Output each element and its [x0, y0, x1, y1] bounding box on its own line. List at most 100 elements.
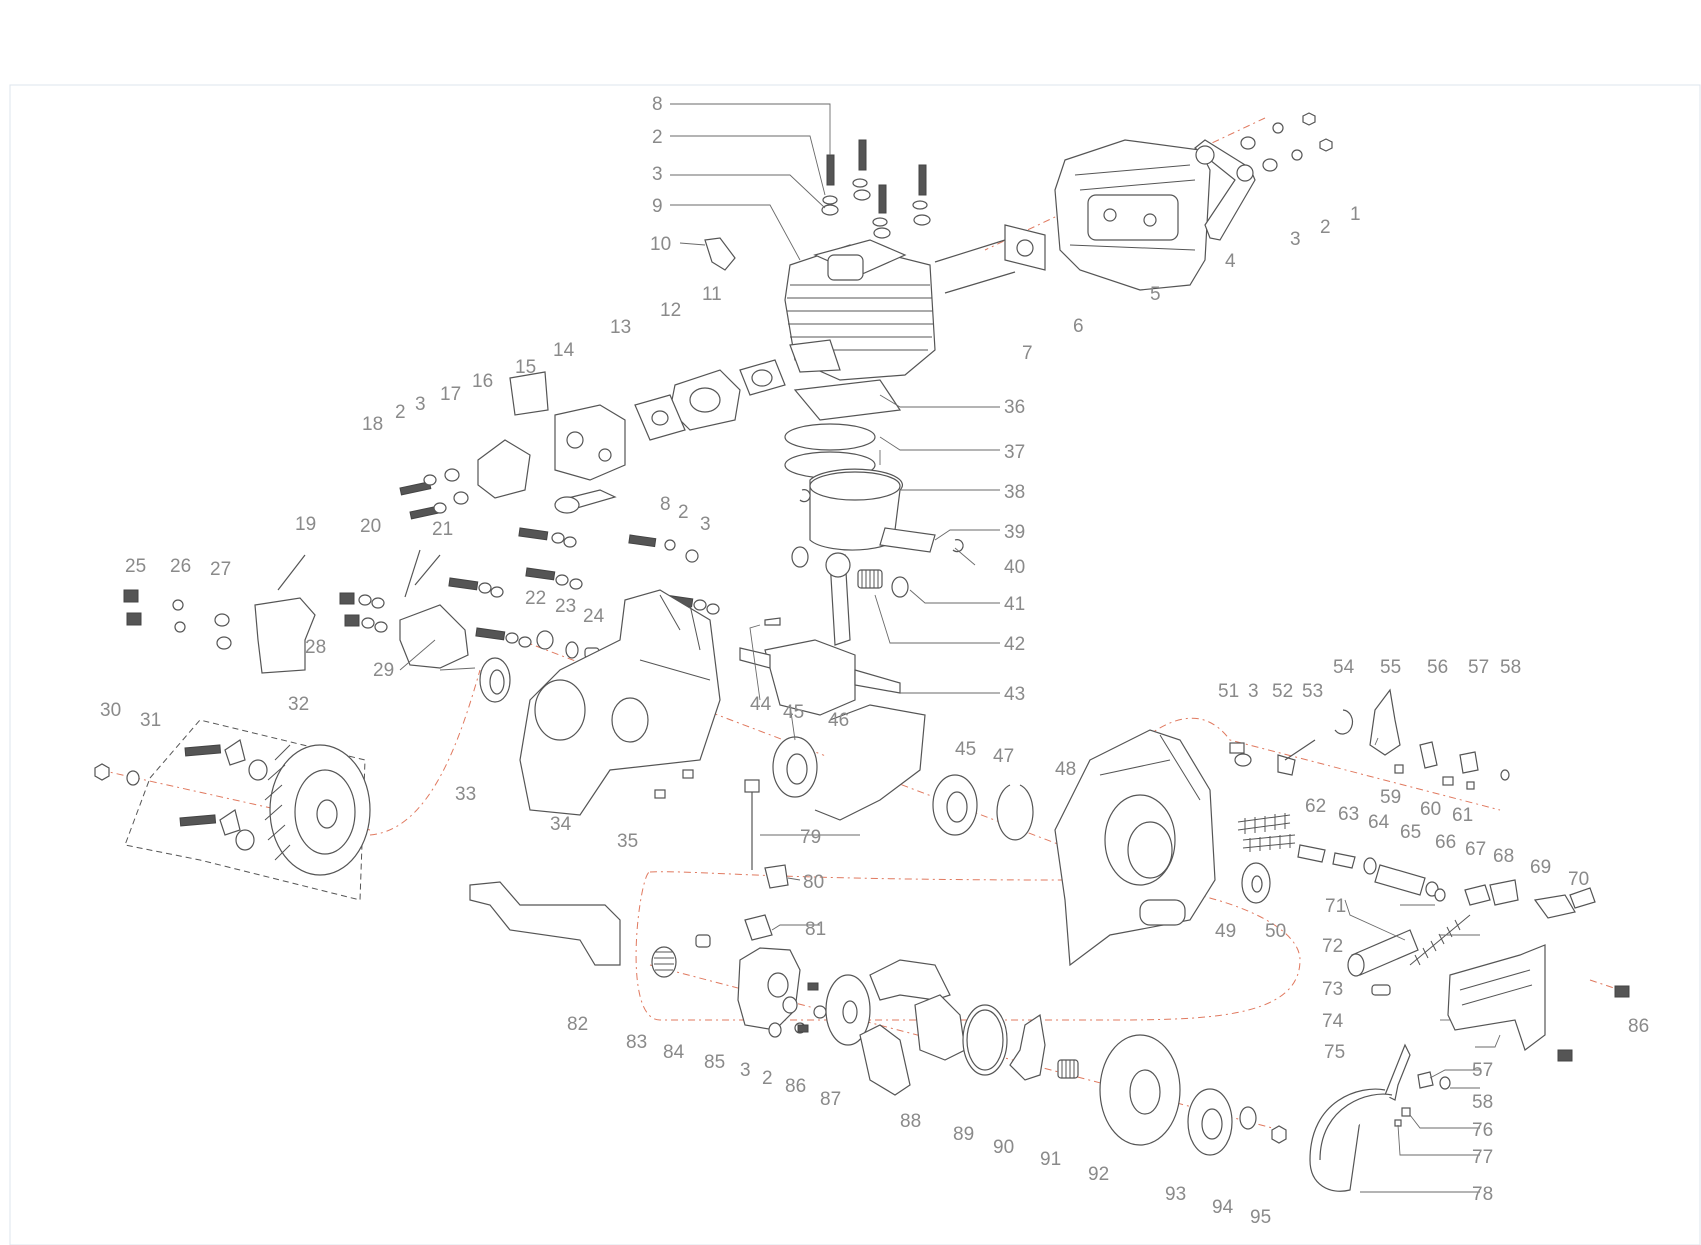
- callout-30: 30: [100, 700, 121, 721]
- callout-34: 34: [550, 814, 572, 835]
- callout-82: 82: [567, 1014, 588, 1035]
- ignition-assembly: [123, 549, 469, 674]
- callout-2: 2: [1320, 217, 1331, 238]
- page-frame: [9, 84, 1701, 1245]
- callout-9: 9: [652, 196, 663, 217]
- callout-58b: 58: [1472, 1092, 1493, 1113]
- callout-3: 3: [1290, 229, 1301, 250]
- callout-77: 77: [1472, 1147, 1493, 1168]
- callout-90: 90: [993, 1137, 1014, 1158]
- callout-45b: 45: [955, 739, 976, 760]
- callout-20: 20: [360, 516, 381, 537]
- callout-labels: 1 2 3 4 5 6 7 8 2 3 9 10 11 12 13 14 15 …: [100, 94, 1649, 1228]
- callout-95: 95: [1250, 1207, 1271, 1228]
- callout-32: 32: [288, 694, 309, 715]
- callout-29: 29: [373, 660, 394, 681]
- callout-76: 76: [1472, 1120, 1493, 1141]
- callout-10: 10: [650, 234, 671, 255]
- callout-56: 56: [1427, 657, 1448, 678]
- callout-3c: 3: [415, 394, 426, 415]
- carburetor: [554, 404, 626, 481]
- callout-8: 8: [652, 94, 663, 115]
- callout-54: 54: [1333, 657, 1355, 678]
- crankcase-right: [1054, 729, 1271, 967]
- callout-67: 67: [1465, 839, 1486, 860]
- callout-79: 79: [800, 827, 821, 848]
- callout-8b: 8: [660, 494, 671, 515]
- callout-18: 18: [362, 414, 383, 435]
- callout-26: 26: [170, 556, 191, 577]
- flywheel-assembly: [94, 657, 511, 901]
- callout-3b: 3: [652, 164, 663, 185]
- callout-11: 11: [702, 284, 722, 305]
- callout-33: 33: [455, 784, 476, 805]
- ignition-coil: [254, 597, 316, 674]
- callout-68: 68: [1493, 846, 1514, 867]
- intake-assembly: [399, 359, 786, 520]
- callout-19: 19: [295, 514, 316, 535]
- callout-86b: 86: [1628, 1016, 1649, 1037]
- callout-3f: 3: [740, 1060, 751, 1081]
- spark-plug: [704, 237, 736, 271]
- callout-53: 53: [1302, 681, 1323, 702]
- callout-15: 15: [515, 357, 536, 378]
- callout-63: 63: [1338, 804, 1359, 825]
- crankcase-gasket: [814, 704, 926, 821]
- callout-24: 24: [583, 606, 605, 627]
- clutch-assembly: [469, 881, 1287, 1156]
- callout-57: 57: [1468, 657, 1489, 678]
- callout-14: 14: [553, 340, 575, 361]
- callout-46: 46: [828, 710, 849, 731]
- callout-74: 74: [1322, 1011, 1344, 1032]
- muffler-assembly: [934, 112, 1333, 294]
- electronic-module: [399, 604, 469, 669]
- crankshaft: [764, 639, 856, 716]
- callout-2b: 2: [652, 127, 663, 148]
- callout-47: 47: [993, 746, 1014, 767]
- callout-23: 23: [555, 596, 576, 617]
- callout-93: 93: [1165, 1184, 1186, 1205]
- callout-71: 71: [1325, 896, 1346, 917]
- callout-2c: 2: [395, 402, 406, 423]
- callout-51: 51: [1218, 681, 1239, 702]
- callout-80: 80: [803, 872, 824, 893]
- callout-12: 12: [660, 300, 681, 321]
- callout-2e: 2: [762, 1068, 773, 1089]
- callout-45: 45: [783, 702, 804, 723]
- callout-88: 88: [900, 1111, 921, 1132]
- callout-66: 66: [1435, 832, 1456, 853]
- brake-band: [1309, 1088, 1386, 1192]
- callout-81: 81: [805, 919, 826, 940]
- callout-84: 84: [663, 1042, 685, 1063]
- callout-72: 72: [1322, 936, 1343, 957]
- callout-2d: 2: [678, 502, 689, 523]
- muffler-bracket: [1194, 139, 1256, 241]
- callout-22: 22: [525, 588, 546, 609]
- callout-69: 69: [1530, 857, 1551, 878]
- callout-73: 73: [1322, 979, 1343, 1000]
- callout-1: 1: [1350, 204, 1361, 225]
- callout-58: 58: [1500, 657, 1521, 678]
- callout-94: 94: [1212, 1197, 1234, 1218]
- callout-3d: 3: [700, 514, 711, 535]
- callout-64: 64: [1368, 812, 1390, 833]
- callout-49: 49: [1215, 921, 1236, 942]
- crank-bearings: [744, 704, 1034, 889]
- leader-lines: [399, 103, 1501, 1193]
- callout-6: 6: [1073, 316, 1084, 337]
- callout-83: 83: [626, 1032, 647, 1053]
- callout-59: 59: [1380, 787, 1401, 808]
- callout-31: 31: [140, 710, 161, 731]
- callout-86: 86: [785, 1076, 806, 1097]
- callout-48: 48: [1055, 759, 1076, 780]
- cylinder-assembly: [704, 139, 964, 716]
- callout-21: 21: [432, 519, 453, 540]
- callout-16: 16: [472, 371, 493, 392]
- callout-38: 38: [1004, 482, 1025, 503]
- callout-39: 39: [1004, 522, 1025, 543]
- callout-42: 42: [1004, 634, 1025, 655]
- callout-13: 13: [610, 317, 631, 338]
- callout-43: 43: [1004, 684, 1025, 705]
